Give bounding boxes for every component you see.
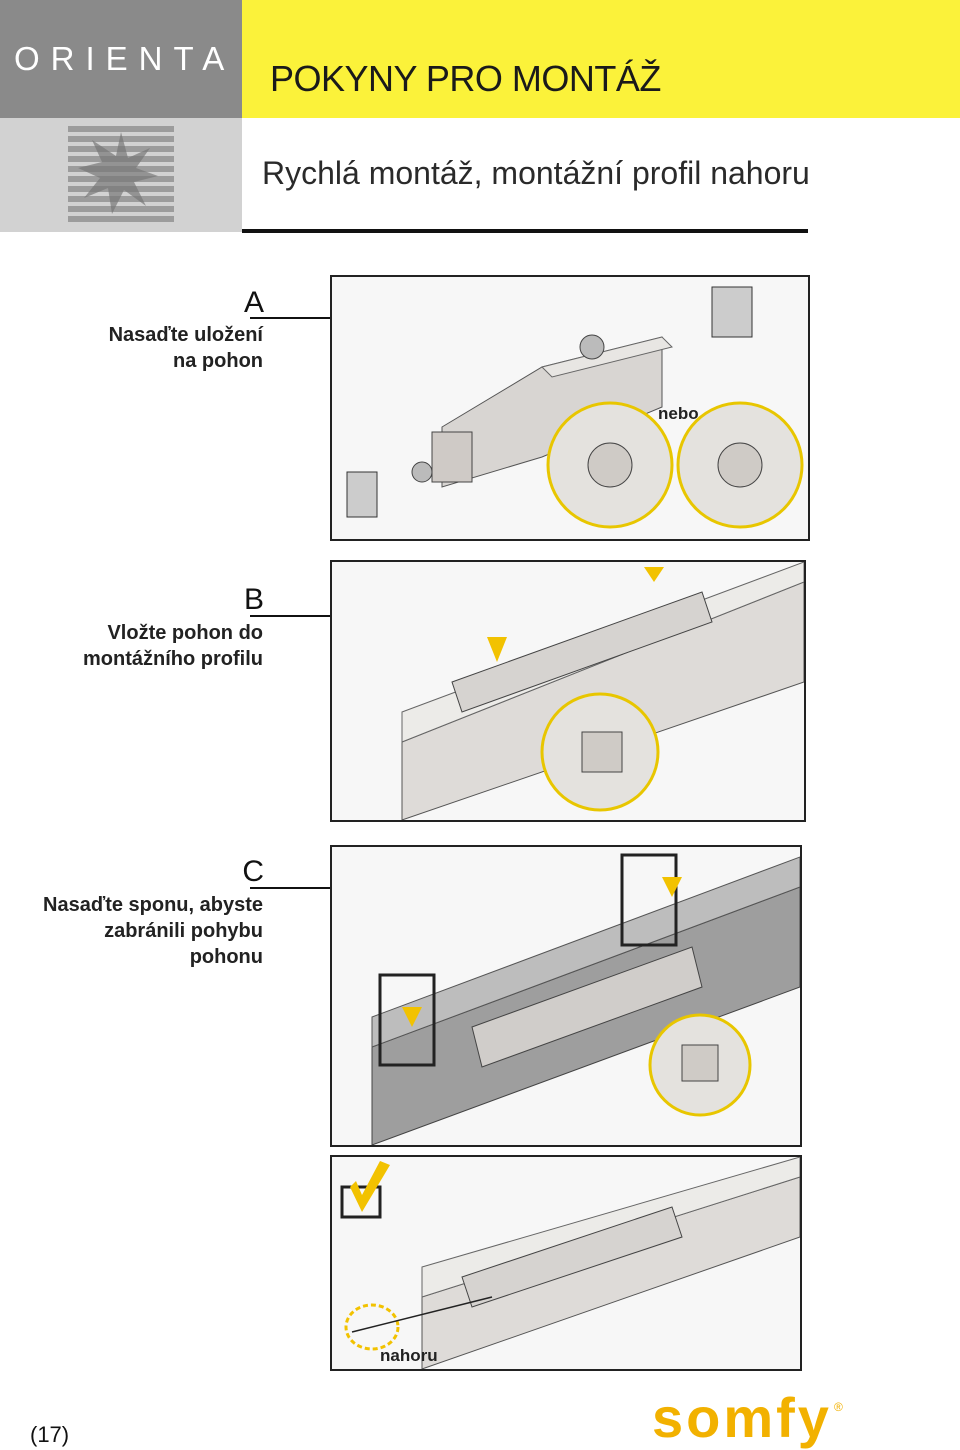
header-rule <box>242 229 808 233</box>
step-b-illustration <box>330 560 806 822</box>
step-a-letter: A <box>243 286 264 319</box>
brand-name: ORIENTA <box>14 40 236 77</box>
step-b-text: Vložte pohon do montážního profilu <box>5 620 263 672</box>
step-b-leader <box>250 615 332 617</box>
header-band <box>242 0 960 118</box>
clip-on-profile-image <box>371 853 800 1145</box>
final-callout: nahoru <box>380 1346 438 1365</box>
motor-in-profile-image <box>401 562 804 820</box>
step-c-line-3: pohonu <box>189 946 263 968</box>
brand-box <box>0 0 242 118</box>
step-a-line-1: Nasaďte uložení <box>108 324 263 346</box>
brand-logo-box <box>0 118 242 232</box>
step-a-illustration <box>330 275 810 541</box>
shutter-logo-icon <box>68 126 174 222</box>
step-c-line-2: zabránili pohybu <box>104 920 263 942</box>
step-c-letter: C <box>242 855 264 888</box>
registered-icon: ® <box>834 1400 843 1414</box>
step-a-text: Nasaďte uložení na pohon <box>5 322 263 374</box>
step-a-callout: nebo <box>658 404 699 423</box>
motor-assembly-image <box>346 286 804 529</box>
step-b-letter: B <box>243 583 264 616</box>
mounted-profile-image <box>340 1157 800 1369</box>
final-illustration <box>330 1155 802 1371</box>
step-a-line-2: na pohon <box>173 350 263 372</box>
step-c-illustration <box>330 845 802 1147</box>
somfy-logo: somfy <box>652 1386 832 1449</box>
page-number: (17) <box>30 1422 70 1447</box>
step-c-leader <box>250 887 332 889</box>
page-title: POKYNY PRO MONTÁŽ <box>270 58 661 99</box>
step-c-text: Nasaďte sponu, abyste zabránili pohybu p… <box>5 892 263 970</box>
step-a-leader <box>250 317 332 319</box>
step-c-line-1: Nasaďte sponu, abyste <box>43 894 263 916</box>
step-b-line-2: montážního profilu <box>83 648 263 670</box>
page-subtitle: Rychlá montáž, montážní profil nahoru <box>262 155 810 191</box>
step-b-line-1: Vložte pohon do <box>107 622 263 644</box>
